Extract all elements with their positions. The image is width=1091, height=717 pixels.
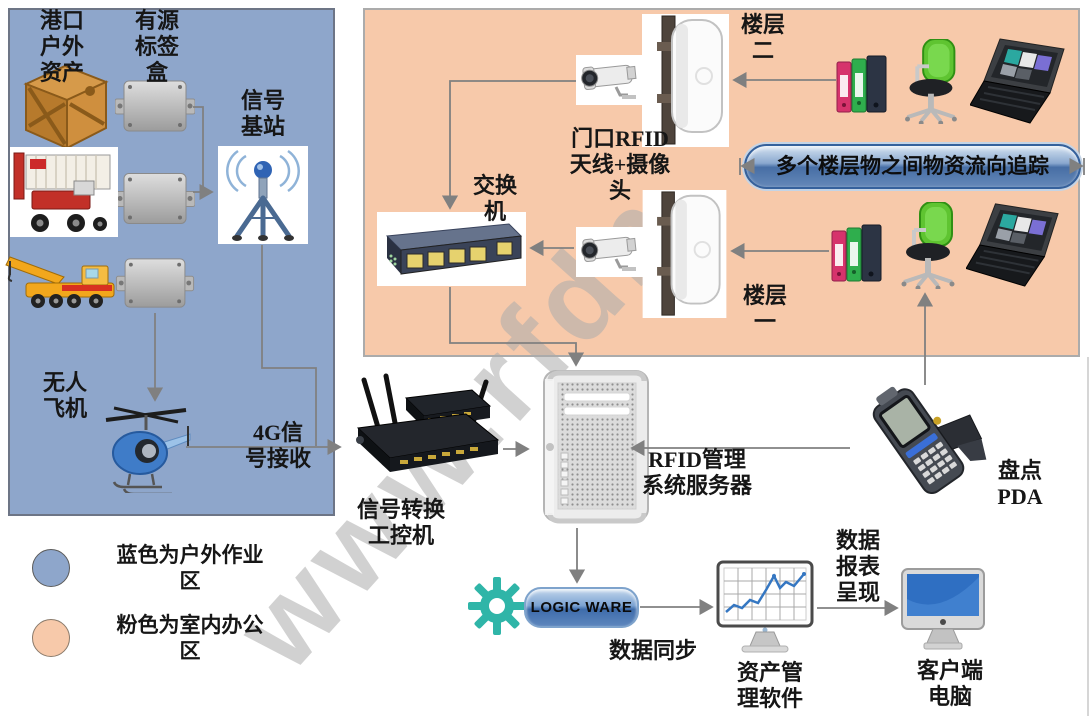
asset-software-label: 资产管 理软件: [736, 660, 803, 711]
active-tag-box-icon: [115, 258, 195, 308]
floor1-label: 楼层 一: [742, 283, 787, 334]
crane-truck-icon: [5, 256, 115, 308]
laptop-icon: [970, 38, 1065, 124]
server-tower-icon: [543, 370, 649, 524]
binders-icon: [831, 224, 882, 282]
wooden-crate-icon: [23, 64, 109, 150]
floor2-label: 楼层 二: [740, 12, 785, 63]
handheld-pda-icon: [872, 386, 987, 495]
signal-base-station-icon: [218, 146, 308, 244]
tracking-banner: 多个楼层物之间物资流向追踪: [744, 144, 1081, 189]
legend-indoor-swatch: [32, 619, 70, 657]
port-assets-label: 港口 户外 资产: [39, 8, 84, 85]
door-rfid-label: 门口RFID 天线+摄像 头: [569, 126, 671, 203]
data-sync-label: 数据同步: [608, 638, 697, 663]
industrial-computer-icon: [356, 373, 500, 472]
signal-4g-label: 4G信 号接收: [244, 420, 311, 471]
cctv-camera-icon: [576, 55, 646, 105]
legend-outdoor-label: 蓝色为户外作业 区: [116, 543, 264, 593]
legend-outdoor-swatch: [32, 549, 70, 587]
container-lifter-icon: [10, 147, 118, 237]
cctv-camera-icon: [576, 227, 646, 277]
pda-label: 盘点 PDA: [997, 458, 1043, 509]
laptop-icon: [966, 203, 1059, 287]
asset-software-monitor-icon: [716, 560, 814, 653]
rfid-antenna-icon: [642, 14, 729, 147]
logicware-button: LOGIC WARE: [524, 587, 639, 628]
network-switch-icon: [377, 212, 526, 286]
binders-icon: [836, 55, 887, 113]
server-label: RFID管理 系统服务器: [641, 447, 752, 498]
base-station-label: 信号 基站: [240, 88, 285, 139]
active-tag-box-icon: [115, 173, 195, 224]
helicopter-icon: [105, 406, 191, 493]
gear-icon: [468, 577, 526, 635]
report-label: 数据 报表 呈现: [835, 528, 880, 605]
office-chair-icon: [901, 202, 955, 289]
active-tags-label: 有源 标签 盒: [134, 8, 179, 85]
rfid-antenna-icon: [642, 190, 727, 318]
legend-indoor-label: 粉色为室内办公 区: [116, 613, 264, 663]
active-tag-box-icon: [115, 80, 195, 132]
office-chair-icon: [905, 39, 957, 124]
drone-label: 无人 飞机: [42, 370, 87, 421]
switch-label: 交换 机: [472, 173, 517, 224]
client-pc-label: 客户端 电脑: [916, 658, 983, 709]
ipc-label: 信号转换 工控机: [356, 497, 445, 548]
client-imac-icon: [901, 568, 985, 650]
